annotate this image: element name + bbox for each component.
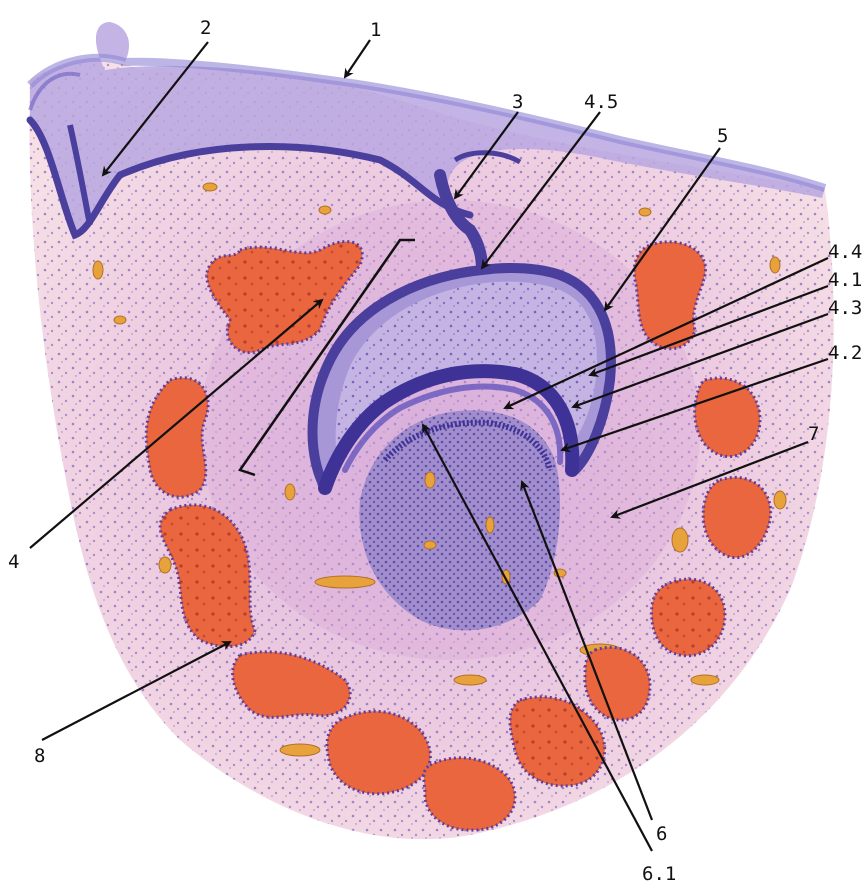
label-7: 7 (808, 423, 819, 445)
label-1: 1 (370, 19, 381, 41)
label-4-5: 4.5 (584, 91, 618, 113)
label-3: 3 (512, 91, 523, 113)
label-4-4: 4.4 (828, 241, 862, 263)
label-8: 8 (34, 745, 45, 767)
label-4-3: 4.3 (828, 297, 862, 319)
label-6-1: 6.1 (642, 863, 676, 885)
label-4-2: 4.2 (828, 342, 862, 364)
label-5: 5 (717, 125, 728, 147)
label-4: 4 (8, 551, 19, 573)
arrow-1 (345, 40, 370, 77)
label-4-1: 4.1 (828, 269, 862, 291)
label-2: 2 (200, 17, 211, 39)
label-6: 6 (656, 823, 667, 845)
